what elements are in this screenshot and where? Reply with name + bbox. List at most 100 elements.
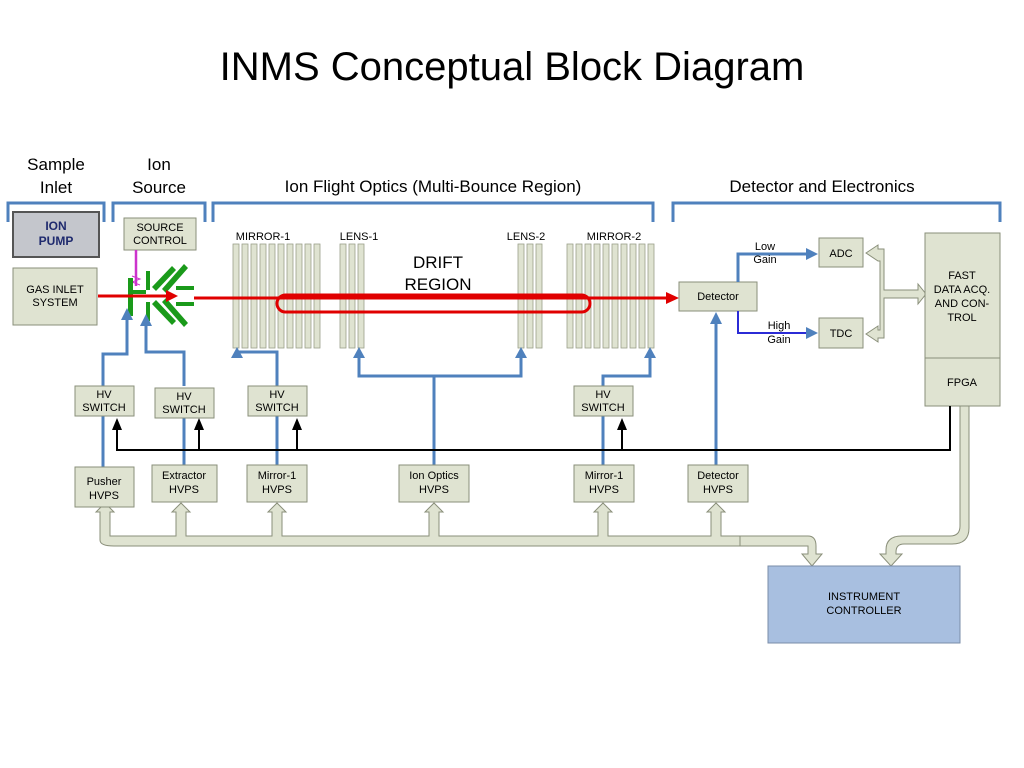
lens-1-wire-arrowhead [353, 347, 365, 358]
detector-label: Detector [697, 291, 739, 303]
tdc-label: TDC [830, 328, 853, 340]
mirror-1-hvps-2-line1: Mirror-1 [585, 470, 624, 482]
detector-wire-arrowhead [710, 312, 722, 324]
instrument-controller-line2: CONTROLLER [826, 605, 901, 617]
page-title: INMS Conceptual Block Diagram [220, 45, 805, 89]
extractor-hvps-box [151, 464, 218, 503]
ion-beam-entry-arrowhead [166, 290, 178, 302]
mirror-2-wire-arrowhead [644, 347, 656, 358]
pusher-hvps-line1: Pusher [87, 476, 122, 488]
bracket-sample-inlet [6, 201, 106, 222]
pusher-wire [101, 316, 129, 386]
tdc-box [818, 317, 864, 349]
bracket-ion-flight-optics [211, 201, 655, 222]
gas-inlet-label-line1: GAS INLET [26, 284, 84, 296]
low-gain-label-line1: Low [755, 241, 775, 253]
section-ion-flight-optics: Ion Flight Optics (Multi-Bounce Region) [285, 177, 582, 196]
filament-coil [130, 275, 142, 286]
section-ion-source-line2: Source [132, 178, 186, 197]
fast-data-label-line2: DATA ACQ. [934, 284, 990, 296]
control-arrowhead-4 [617, 418, 627, 430]
hv-switch-mirror-2 [573, 385, 634, 417]
mirror-1-hvps-box-2 [573, 464, 635, 503]
hv-switch-mirror-1 [247, 385, 308, 417]
lens-1-label: LENS-1 [340, 231, 379, 243]
detector-hvps-box [687, 464, 749, 503]
low-gain-line [736, 252, 810, 282]
ion-optics-hvps-box [398, 464, 470, 503]
high-gain-label-line2: Gain [767, 334, 790, 346]
detector-hvps-line2: HVPS [703, 484, 733, 496]
mirror-2-label: MIRROR-2 [587, 231, 641, 243]
fpga-box [924, 357, 1001, 407]
fast-data-acq-box [924, 232, 1001, 359]
hv-switch-mirror-2-line1: HV [595, 389, 611, 401]
hv-switch-pusher-line2: SWITCH [82, 402, 125, 414]
mirror-1-hvps-line1: Mirror-1 [258, 470, 297, 482]
extractor-wire [144, 322, 186, 386]
drift-region-label-line1: DRIFT [413, 253, 463, 272]
ion-pump-label-line2: PUMP [39, 234, 74, 248]
mirror-2-wire [601, 358, 652, 386]
source-control-label-line2: CONTROL [133, 235, 187, 247]
section-detector-electronics: Detector and Electronics [729, 177, 914, 196]
source-control-label-line1: SOURCE [136, 222, 183, 234]
fpga-control-line [116, 406, 951, 451]
ion-pump-box [12, 211, 100, 258]
adc-tdc-data-bus [865, 244, 927, 343]
low-gain-label-line2: Gain [753, 254, 776, 266]
high-gain-label-line1: High [768, 320, 791, 332]
extractor-wire-arrowhead [140, 314, 152, 326]
lens-wire [357, 356, 523, 378]
mirror-1-hvps-box [246, 464, 308, 503]
pusher-hvps-box [74, 466, 135, 508]
gas-inlet-box [12, 267, 98, 326]
mirror-1-wire-arrowhead [231, 347, 243, 358]
bracket-detector-electronics [671, 201, 1002, 222]
extractor-hvps-line2: HVPS [169, 484, 199, 496]
mirror-1-wire [235, 350, 279, 386]
hv-switch-extractor-line2: SWITCH [162, 404, 205, 416]
hv-switch-mirror-1-line1: HV [269, 389, 285, 401]
pusher-wire-arrowhead [121, 308, 133, 320]
drift-region-label-line2: REGION [404, 275, 471, 294]
detector-hvps-line1: Detector [697, 470, 739, 482]
lens-2-wire-arrowhead [515, 347, 527, 358]
adc-box [818, 237, 864, 268]
lens-2-label: LENS-2 [507, 231, 546, 243]
instrument-controller-box [767, 565, 961, 644]
detector-box [678, 281, 758, 312]
low-gain-arrowhead [806, 248, 818, 260]
ion-optics-hvps-line2: HVPS [419, 484, 449, 496]
mirror-1-label: MIRROR-1 [236, 231, 290, 243]
section-sample-inlet-line1: Sample [27, 155, 85, 174]
hvps-power-bus [94, 502, 743, 547]
hv-switch-pusher-line1: HV [96, 389, 112, 401]
hv-switch-extractor [154, 387, 215, 419]
section-sample-inlet-line2: Inlet [40, 178, 72, 197]
control-arrowhead-1 [112, 418, 122, 430]
extractor-hvps-line1: Extractor [162, 470, 206, 482]
section-ion-source-line1: Ion [147, 155, 171, 174]
source-control-box [123, 217, 197, 251]
high-gain-arrowhead [806, 327, 818, 339]
fpga-label: FPGA [947, 377, 978, 389]
hv-switch-mirror-1-line2: SWITCH [255, 402, 298, 414]
gas-inlet-label-line2: SYSTEM [32, 297, 77, 309]
mirror-1-hvps-2-line2: HVPS [589, 484, 619, 496]
instrument-controller-line1: INSTRUMENT [828, 591, 900, 603]
fast-data-label-line1: FAST [948, 270, 976, 282]
bracket-ion-source [111, 201, 207, 222]
ion-beam-multi-bounce-loop [275, 293, 592, 314]
pusher-hvps-line2: HVPS [89, 490, 119, 502]
control-arrowhead-3 [292, 418, 302, 430]
fast-data-label-line4: TROL [947, 312, 976, 324]
mirror-1-hvps-line2: HVPS [262, 484, 292, 496]
ion-beam-arrowhead [666, 292, 679, 304]
ion-pump-label-line1: ION [45, 219, 66, 233]
bus-fpga-to-controller [878, 405, 970, 567]
hv-switch-mirror-2-line2: SWITCH [581, 402, 624, 414]
high-gain-line [737, 311, 810, 334]
